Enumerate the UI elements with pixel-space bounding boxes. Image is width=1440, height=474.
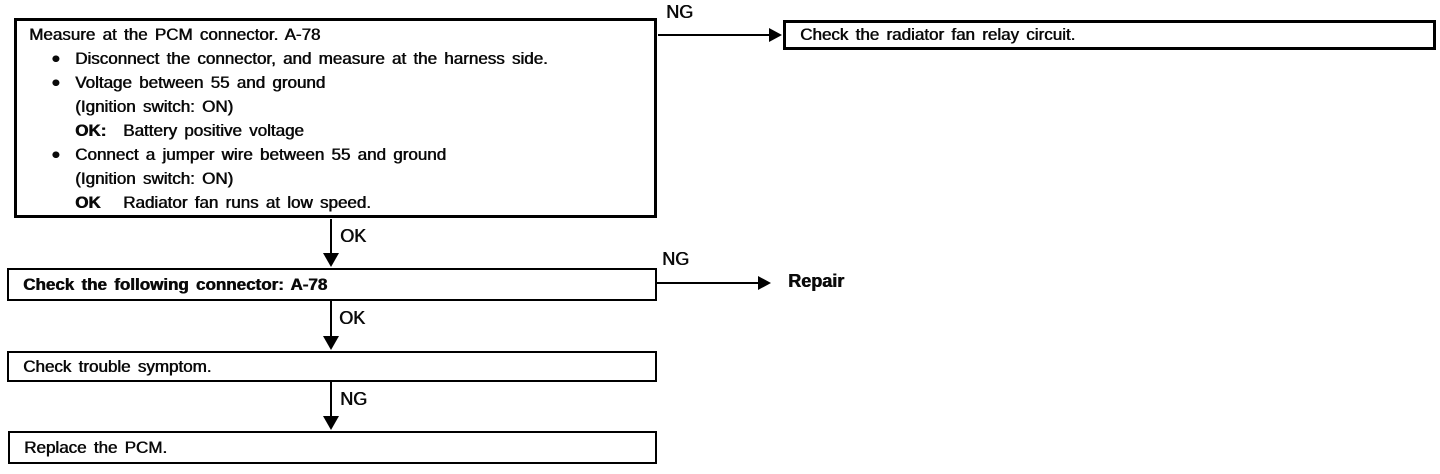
step1-title: Measure at the PCM connector. A-78 xyxy=(29,25,321,44)
step1-bullet-line: ● Connect a jumper wire between 55 and gr… xyxy=(27,143,646,167)
step1-item2-text: Voltage between 55 and ground xyxy=(75,73,326,92)
result-repair-label: Repair xyxy=(788,271,845,291)
step1-item3-condition: (Ignition switch: ON) xyxy=(75,169,234,188)
arrowhead-down-icon xyxy=(323,336,339,350)
result-relay-text: Check the radiator fan relay circuit. xyxy=(800,25,1076,44)
step1-item3-text: Connect a jumper wire between 55 and gro… xyxy=(75,145,446,164)
step3-text: Check trouble symptom. xyxy=(23,357,212,376)
result-check-radiator-fan-relay-box: Check the radiator fan relay circuit. xyxy=(783,20,1436,50)
bullet-icon: ● xyxy=(51,74,61,91)
connector-line-ng-1 xyxy=(658,34,770,36)
branch-label-ng-3: NG xyxy=(340,389,367,409)
step-measure-pcm-connector-box: Measure at the PCM connector. A-78 ● Disc… xyxy=(14,18,657,218)
step1-item1-text: Disconnect the connector, and measure at… xyxy=(75,49,548,68)
branch-label-ng-1: NG xyxy=(666,2,693,22)
step-check-connector-box: Check the following connector: A-78 xyxy=(7,268,657,301)
step4-text: Replace the PCM. xyxy=(24,438,167,457)
arrowhead-right-icon xyxy=(758,276,771,290)
branch-label-ok-1: OK xyxy=(340,226,367,246)
bullet-icon: ● xyxy=(51,146,61,163)
step-check-trouble-symptom-box: Check trouble symptom. xyxy=(7,351,657,382)
connector-line-ng-2 xyxy=(657,282,759,284)
step1-item2-result-text: Battery positive voltage xyxy=(123,121,304,140)
connector-line-ok-1 xyxy=(330,219,332,256)
arrowhead-down-icon xyxy=(323,416,339,430)
step2-text: Check the following connector: A-78 xyxy=(23,275,328,294)
step1-item3-result: OK Radiator fan runs at low speed. xyxy=(27,191,646,215)
step1-bullet-line: ● Disconnect the connector, and measure a… xyxy=(27,47,646,71)
step1-bullet-line: ● Voltage between 55 and ground xyxy=(27,71,646,95)
ok-prefix-label: OK: xyxy=(75,121,107,140)
step1-item2-result: OK: Battery positive voltage xyxy=(27,119,646,143)
branch-label-ok-2: OK xyxy=(339,308,366,328)
ok-prefix-label: OK xyxy=(75,193,101,212)
step1-item2-condition: (Ignition switch: ON) xyxy=(75,97,234,116)
arrowhead-right-icon xyxy=(769,28,782,42)
connector-line-ng-3 xyxy=(330,382,332,418)
connector-line-ok-2 xyxy=(330,301,332,338)
arrowhead-down-icon xyxy=(323,253,339,267)
step1-item3-result-text: Radiator fan runs at low speed. xyxy=(123,193,371,212)
branch-label-ng-2: NG xyxy=(662,249,689,269)
step-replace-pcm-box: Replace the PCM. xyxy=(8,431,657,464)
bullet-icon: ● xyxy=(51,50,61,67)
